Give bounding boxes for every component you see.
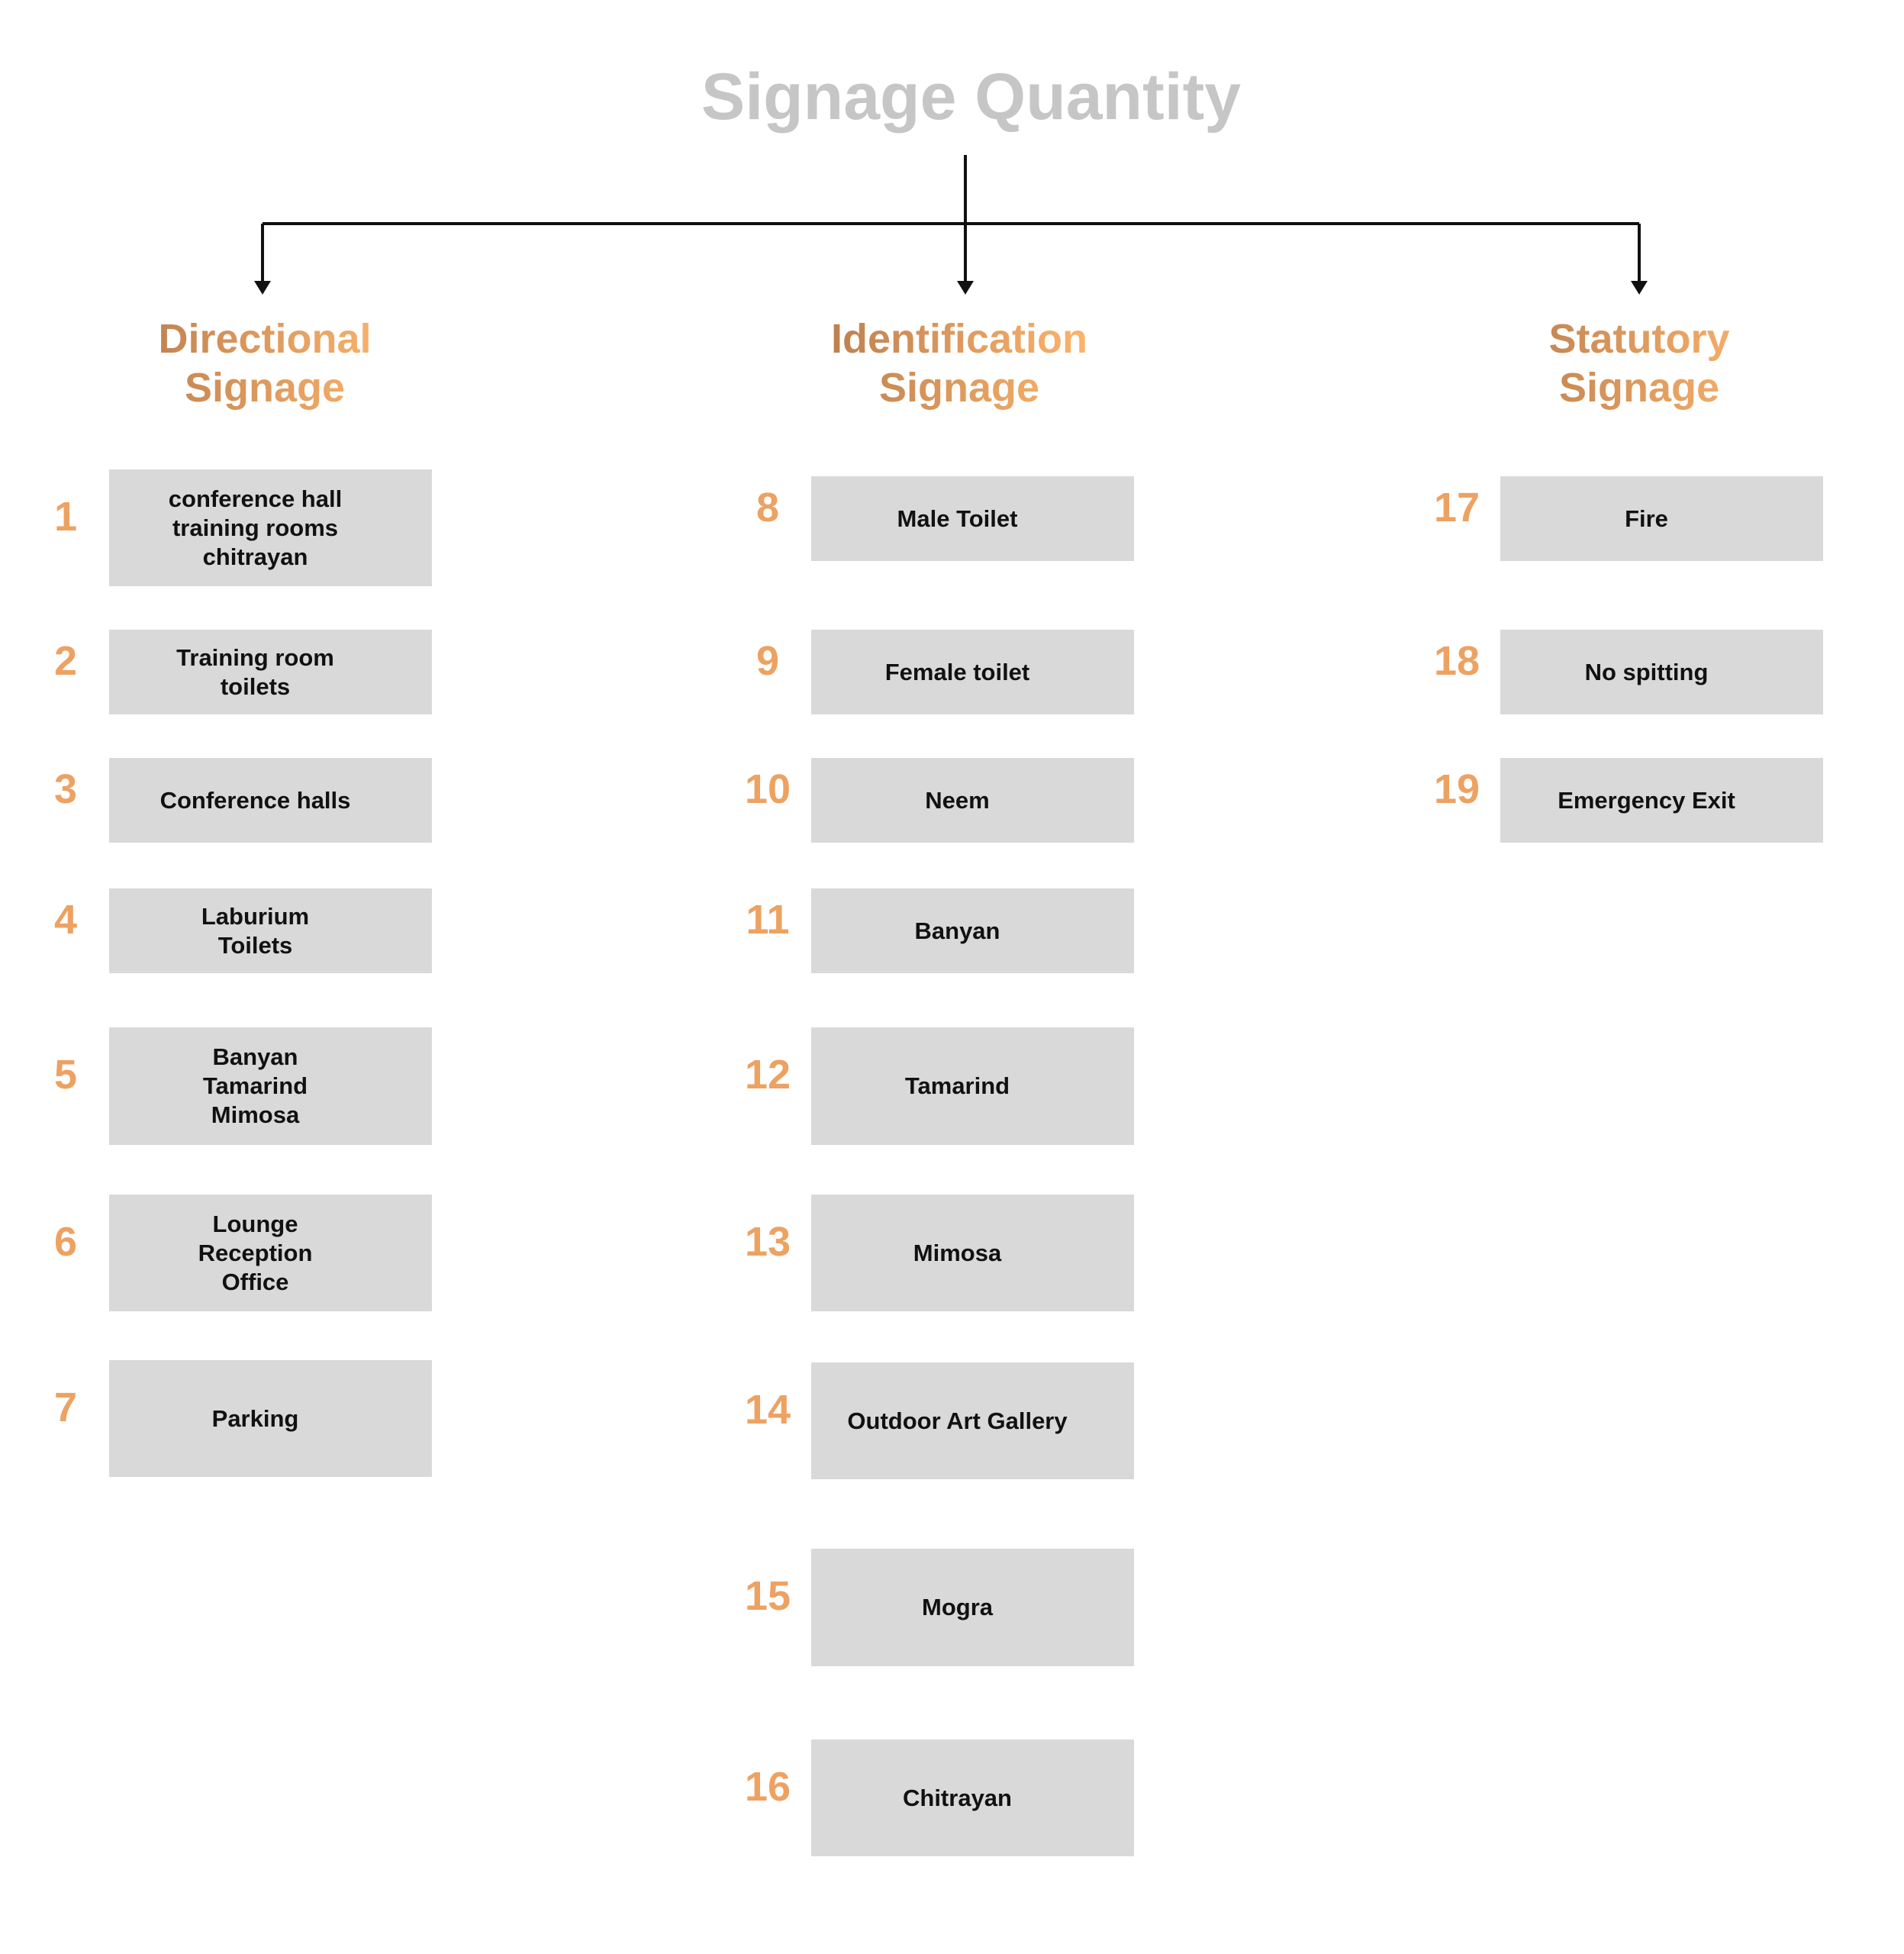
- signage-item-box: Male Toilet: [811, 476, 1134, 561]
- signage-item-box: Neem: [811, 758, 1134, 843]
- signage-item-box: conference hall training rooms chitrayan: [109, 469, 432, 586]
- item-number: 8: [755, 484, 780, 530]
- signage-item-box: Mimosa: [811, 1195, 1134, 1311]
- signage-item-label: Chitrayan: [903, 1784, 1012, 1811]
- arrow-down-icon: [254, 281, 271, 295]
- item-number: 9: [755, 637, 780, 684]
- signage-item-box: Emergency Exit: [1500, 758, 1823, 843]
- signage-item-box: Chitrayan: [811, 1740, 1134, 1856]
- signage-item-label: Female toilet: [884, 658, 1030, 685]
- item-number: 13: [744, 1218, 791, 1265]
- item-number: 1: [53, 493, 78, 540]
- tree-connectors: [254, 155, 1648, 295]
- item-number: 11: [746, 896, 790, 943]
- signage-item-box: Fire: [1500, 476, 1823, 561]
- item-number: 17: [1433, 484, 1480, 530]
- signage-item-label: Conference halls: [159, 786, 351, 814]
- signage-item-label: No spitting: [1584, 658, 1709, 685]
- signage-item-label: Laburium Toilets: [201, 902, 310, 959]
- heading-identification-signage: Identification Signage: [730, 314, 1188, 412]
- item-number: 2: [53, 637, 78, 684]
- signage-item-box: Tamarind: [811, 1027, 1134, 1145]
- item-number: 7: [53, 1384, 78, 1430]
- arrow-down-icon: [957, 281, 974, 295]
- diagram-title: Signage Quantity: [701, 60, 1242, 134]
- signage-item-box: Training room toilets: [109, 630, 432, 714]
- signage-item-box: Parking: [109, 1360, 432, 1477]
- item-number: 3: [53, 766, 78, 812]
- item-number: 5: [53, 1052, 78, 1098]
- signage-item-label: Tamarind: [904, 1072, 1010, 1099]
- item-number: 15: [744, 1573, 791, 1619]
- signage-item-label: Mimosa: [913, 1239, 1002, 1266]
- signage-item-box: No spitting: [1500, 630, 1823, 714]
- signage-item-label: Parking: [211, 1404, 299, 1432]
- signage-item-label: Fire: [1625, 505, 1668, 532]
- signage-item-label: Emergency Exit: [1558, 786, 1735, 814]
- item-number: 6: [53, 1218, 78, 1265]
- item-number: 16: [744, 1763, 791, 1810]
- signage-item-label: conference hall training rooms chitrayan: [168, 485, 343, 570]
- signage-item-label: Mogra: [922, 1594, 993, 1620]
- signage-item-label: Banyan: [914, 917, 1000, 944]
- signage-item-label: Training room toilets: [176, 643, 334, 700]
- item-number: 12: [744, 1052, 791, 1098]
- signage-item-label: Banyan Tamarind Mimosa: [202, 1043, 308, 1128]
- signage-item-box: Banyan: [811, 888, 1134, 973]
- signage-item-label: Male Toilet: [897, 505, 1018, 532]
- item-number: 10: [744, 766, 791, 812]
- signage-item-box: Mogra: [811, 1549, 1134, 1666]
- item-number: 4: [53, 896, 78, 943]
- signage-item-label: Outdoor Art Gallery: [847, 1407, 1068, 1434]
- signage-item-box: Banyan Tamarind Mimosa: [109, 1027, 432, 1145]
- item-number: 18: [1433, 637, 1480, 684]
- signage-item-box: Lounge Reception Office: [109, 1195, 432, 1311]
- signage-item-box: Female toilet: [811, 630, 1134, 714]
- arrow-down-icon: [1631, 281, 1648, 295]
- signage-item-box: Outdoor Art Gallery: [811, 1362, 1134, 1479]
- heading-statutory-signage: Statutory Signage: [1410, 314, 1868, 412]
- signage-item-label: Lounge Reception Office: [198, 1210, 313, 1295]
- signage-item-box: Laburium Toilets: [109, 888, 432, 973]
- signage-item-box: Conference halls: [109, 758, 432, 843]
- item-number: 14: [744, 1386, 791, 1433]
- signage-item-label: Neem: [925, 786, 990, 814]
- heading-directional-signage: Directional Signage: [36, 314, 494, 412]
- item-number: 19: [1433, 766, 1480, 812]
